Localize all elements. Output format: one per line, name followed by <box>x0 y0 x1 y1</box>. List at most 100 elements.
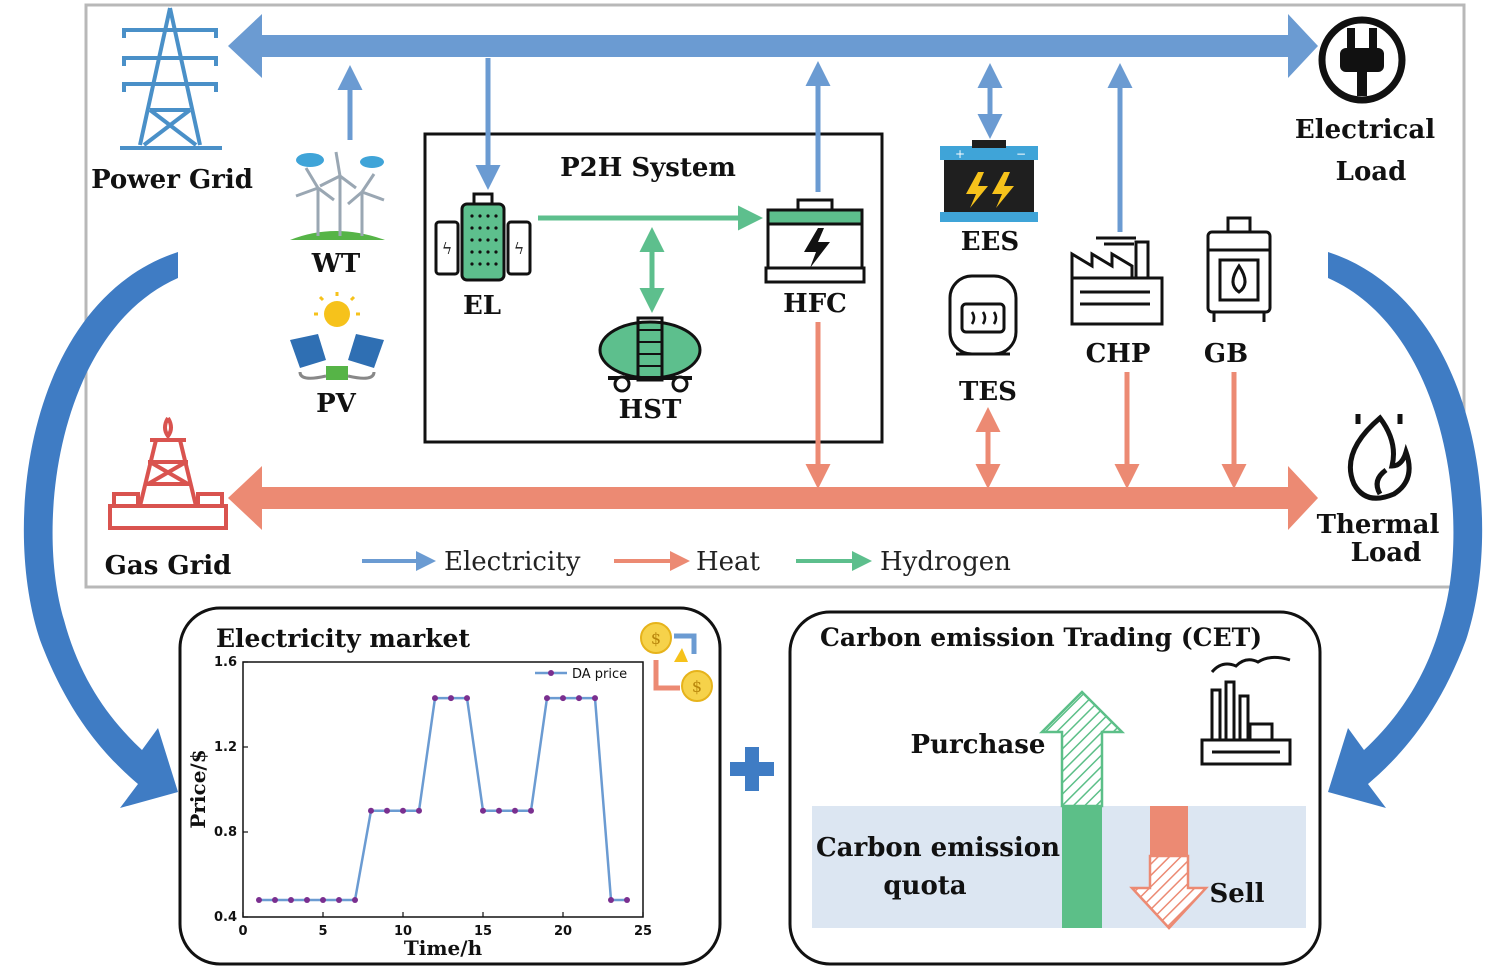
x-tick-label: 10 <box>394 924 412 939</box>
y-tick-label: 1.6 <box>214 655 237 670</box>
da-price-point <box>416 807 422 814</box>
flow-legend: Electricity Heat Hydrogen <box>362 547 1011 577</box>
electrical-load-label-1: Electrical <box>1295 115 1435 145</box>
tes-label: TES <box>959 377 1017 407</box>
svg-text:$: $ <box>651 629 661 648</box>
thermal-load-label-1: Thermal <box>1317 510 1440 540</box>
right-curved-arrow <box>1328 252 1483 808</box>
left-curved-arrow <box>23 252 178 808</box>
chp-label: CHP <box>1086 339 1151 369</box>
fuel-cell-icon <box>764 198 866 284</box>
gb-label: GB <box>1204 339 1248 369</box>
svg-text:ϟ: ϟ <box>514 239 525 258</box>
x-tick-label: 0 <box>238 924 247 939</box>
hst-label: HST <box>619 395 682 425</box>
da-price-point <box>592 695 598 702</box>
power-grid-label: Power Grid <box>91 165 253 195</box>
purchase-arrow <box>1038 690 1126 808</box>
market-title: Electricity market <box>216 624 470 653</box>
wt-label: WT <box>311 249 361 279</box>
svg-text:+: + <box>955 147 965 161</box>
da-price-point <box>480 807 486 814</box>
p2h-box <box>423 132 884 444</box>
wind-turbine-icon <box>290 151 385 240</box>
da-price-point <box>528 807 534 814</box>
da-price-point <box>352 897 358 903</box>
da-price-point <box>336 897 342 903</box>
da-price-point <box>576 695 582 702</box>
y-tick-label: 1.2 <box>214 740 237 755</box>
da-price-point <box>432 695 438 702</box>
el-label: EL <box>463 291 501 321</box>
da-price-point <box>256 897 262 903</box>
electricity-bus <box>228 14 1318 78</box>
quota-band <box>812 806 1306 928</box>
battery-icon: + − <box>940 140 1038 222</box>
chart-x-axis-label: Time/h <box>404 936 483 960</box>
gas-grid-label: Gas Grid <box>105 551 232 581</box>
quota-bar <box>1062 806 1102 928</box>
da-price-point <box>464 695 470 702</box>
p2h-system-label: P2H System <box>560 153 736 183</box>
thermal-storage-icon <box>948 274 1018 356</box>
purchase-label: Purchase <box>911 730 1046 760</box>
legend-hydrogen-label: Hydrogen <box>880 547 1011 577</box>
factory-icon <box>1200 655 1292 766</box>
da-price-point <box>512 807 518 814</box>
sell-label: Sell <box>1209 879 1264 909</box>
da-price-point <box>608 897 614 903</box>
solar-panel-icon <box>290 292 384 380</box>
coin-exchange-icon: $ $ <box>640 622 713 702</box>
da-price-point <box>400 807 406 814</box>
svg-text:ϟ: ϟ <box>442 239 453 258</box>
y-tick-label: 0.4 <box>214 910 237 925</box>
legend-electricity-label: Electricity <box>444 547 581 577</box>
gas-boiler-icon <box>1206 216 1272 322</box>
svg-text:−: − <box>1016 147 1026 161</box>
chart-legend-label: DA price <box>572 667 627 682</box>
quota-label-1: Carbon emission <box>816 833 1060 863</box>
sell-block <box>1150 806 1188 856</box>
sell-arrow <box>1129 854 1209 930</box>
y-tick-label: 0.8 <box>214 825 237 840</box>
da-price-point <box>448 695 454 702</box>
da-price-point <box>560 695 566 702</box>
chart-legend: DA price <box>535 667 627 682</box>
main-frame <box>84 3 1466 589</box>
da-price-point <box>496 807 502 814</box>
svg-text:$: $ <box>692 677 702 696</box>
da-price-point <box>368 807 374 814</box>
hydrogen-tank-icon <box>598 316 702 393</box>
da-price-point <box>288 897 294 903</box>
heat-bus <box>228 466 1318 530</box>
legend-heat-label: Heat <box>696 547 761 577</box>
pv-label: PV <box>316 389 357 419</box>
chart-plot-frame <box>242 661 644 918</box>
da-price-chart: 0 5 10 15 20 25 0.4 0.8 1.2 1.6 Time/h Price/$ DA… <box>186 655 652 960</box>
da-price-point <box>320 897 326 903</box>
da-price-point <box>304 897 310 903</box>
thermal-load-label-2: Load <box>1351 538 1422 568</box>
flame-icon <box>1347 414 1412 501</box>
cet-title: Carbon emission Trading (CET) <box>820 623 1262 652</box>
plus-icon <box>730 747 774 791</box>
electrical-load-label-2: Load <box>1336 157 1407 187</box>
gas-rig-icon <box>108 416 228 530</box>
quota-label-2: quota <box>883 871 966 901</box>
power-tower-icon <box>120 7 222 150</box>
electrolyzer-icon: ϟ ϟ <box>434 192 532 282</box>
da-price-point <box>384 807 390 814</box>
x-tick-label: 20 <box>554 924 572 939</box>
da-price-point <box>272 897 278 903</box>
chp-plant-icon <box>1070 236 1164 326</box>
x-tick-label: 25 <box>634 924 652 939</box>
hfc-label: HFC <box>783 289 847 319</box>
x-tick-label: 5 <box>318 924 327 939</box>
plug-icon <box>1318 16 1406 104</box>
x-tick-label: 15 <box>474 924 492 939</box>
da-price-point <box>544 695 550 702</box>
chart-y-axis-label: Price/$ <box>186 749 210 828</box>
ees-label: EES <box>961 227 1019 257</box>
da-price-point <box>624 897 630 903</box>
